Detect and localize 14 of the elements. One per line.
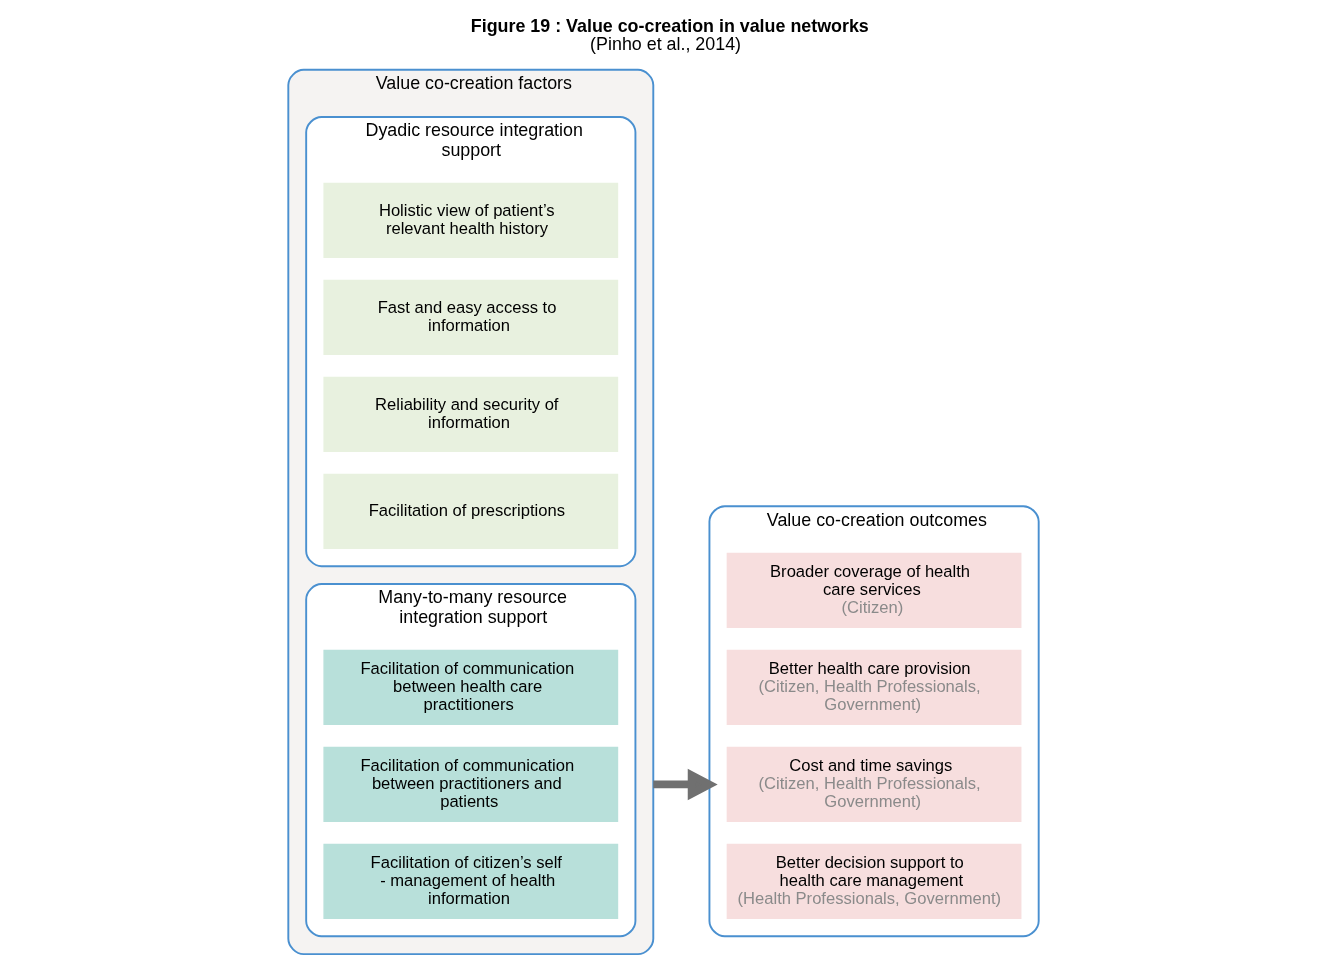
- node-box: Reliability and security of information: [323, 376, 619, 452]
- node-box: Cost and time savings (Citizen, Health Professionals, Government): [726, 746, 1022, 823]
- node-box: Broader coverage of health care services (Citizen): [726, 552, 1022, 629]
- node-box: Holistic view of patient’s relevant health history: [323, 182, 619, 258]
- node-box: Better health care provision (Citizen, Health Professionals, Government): [726, 649, 1022, 726]
- node-box: Facilitation of prescriptions: [323, 473, 619, 549]
- node-box: Facilitation of communication between practitioners and patients: [323, 746, 619, 823]
- caption: (Pinho et al., 2014): [590, 33, 742, 54]
- node-box: Better decision support to health care management (Health Professionals, Government): [726, 843, 1022, 920]
- node-box: Facilitation of communication between health care practitioners: [323, 649, 619, 726]
- diagram-title: Figure 19 : Value co-creation in value networks: [470, 15, 869, 36]
- node-box: Fast and easy access to information: [323, 279, 619, 355]
- node-box: Facilitation of citizen’s self - management of health information: [323, 843, 619, 920]
- arrow: [653, 768, 718, 801]
